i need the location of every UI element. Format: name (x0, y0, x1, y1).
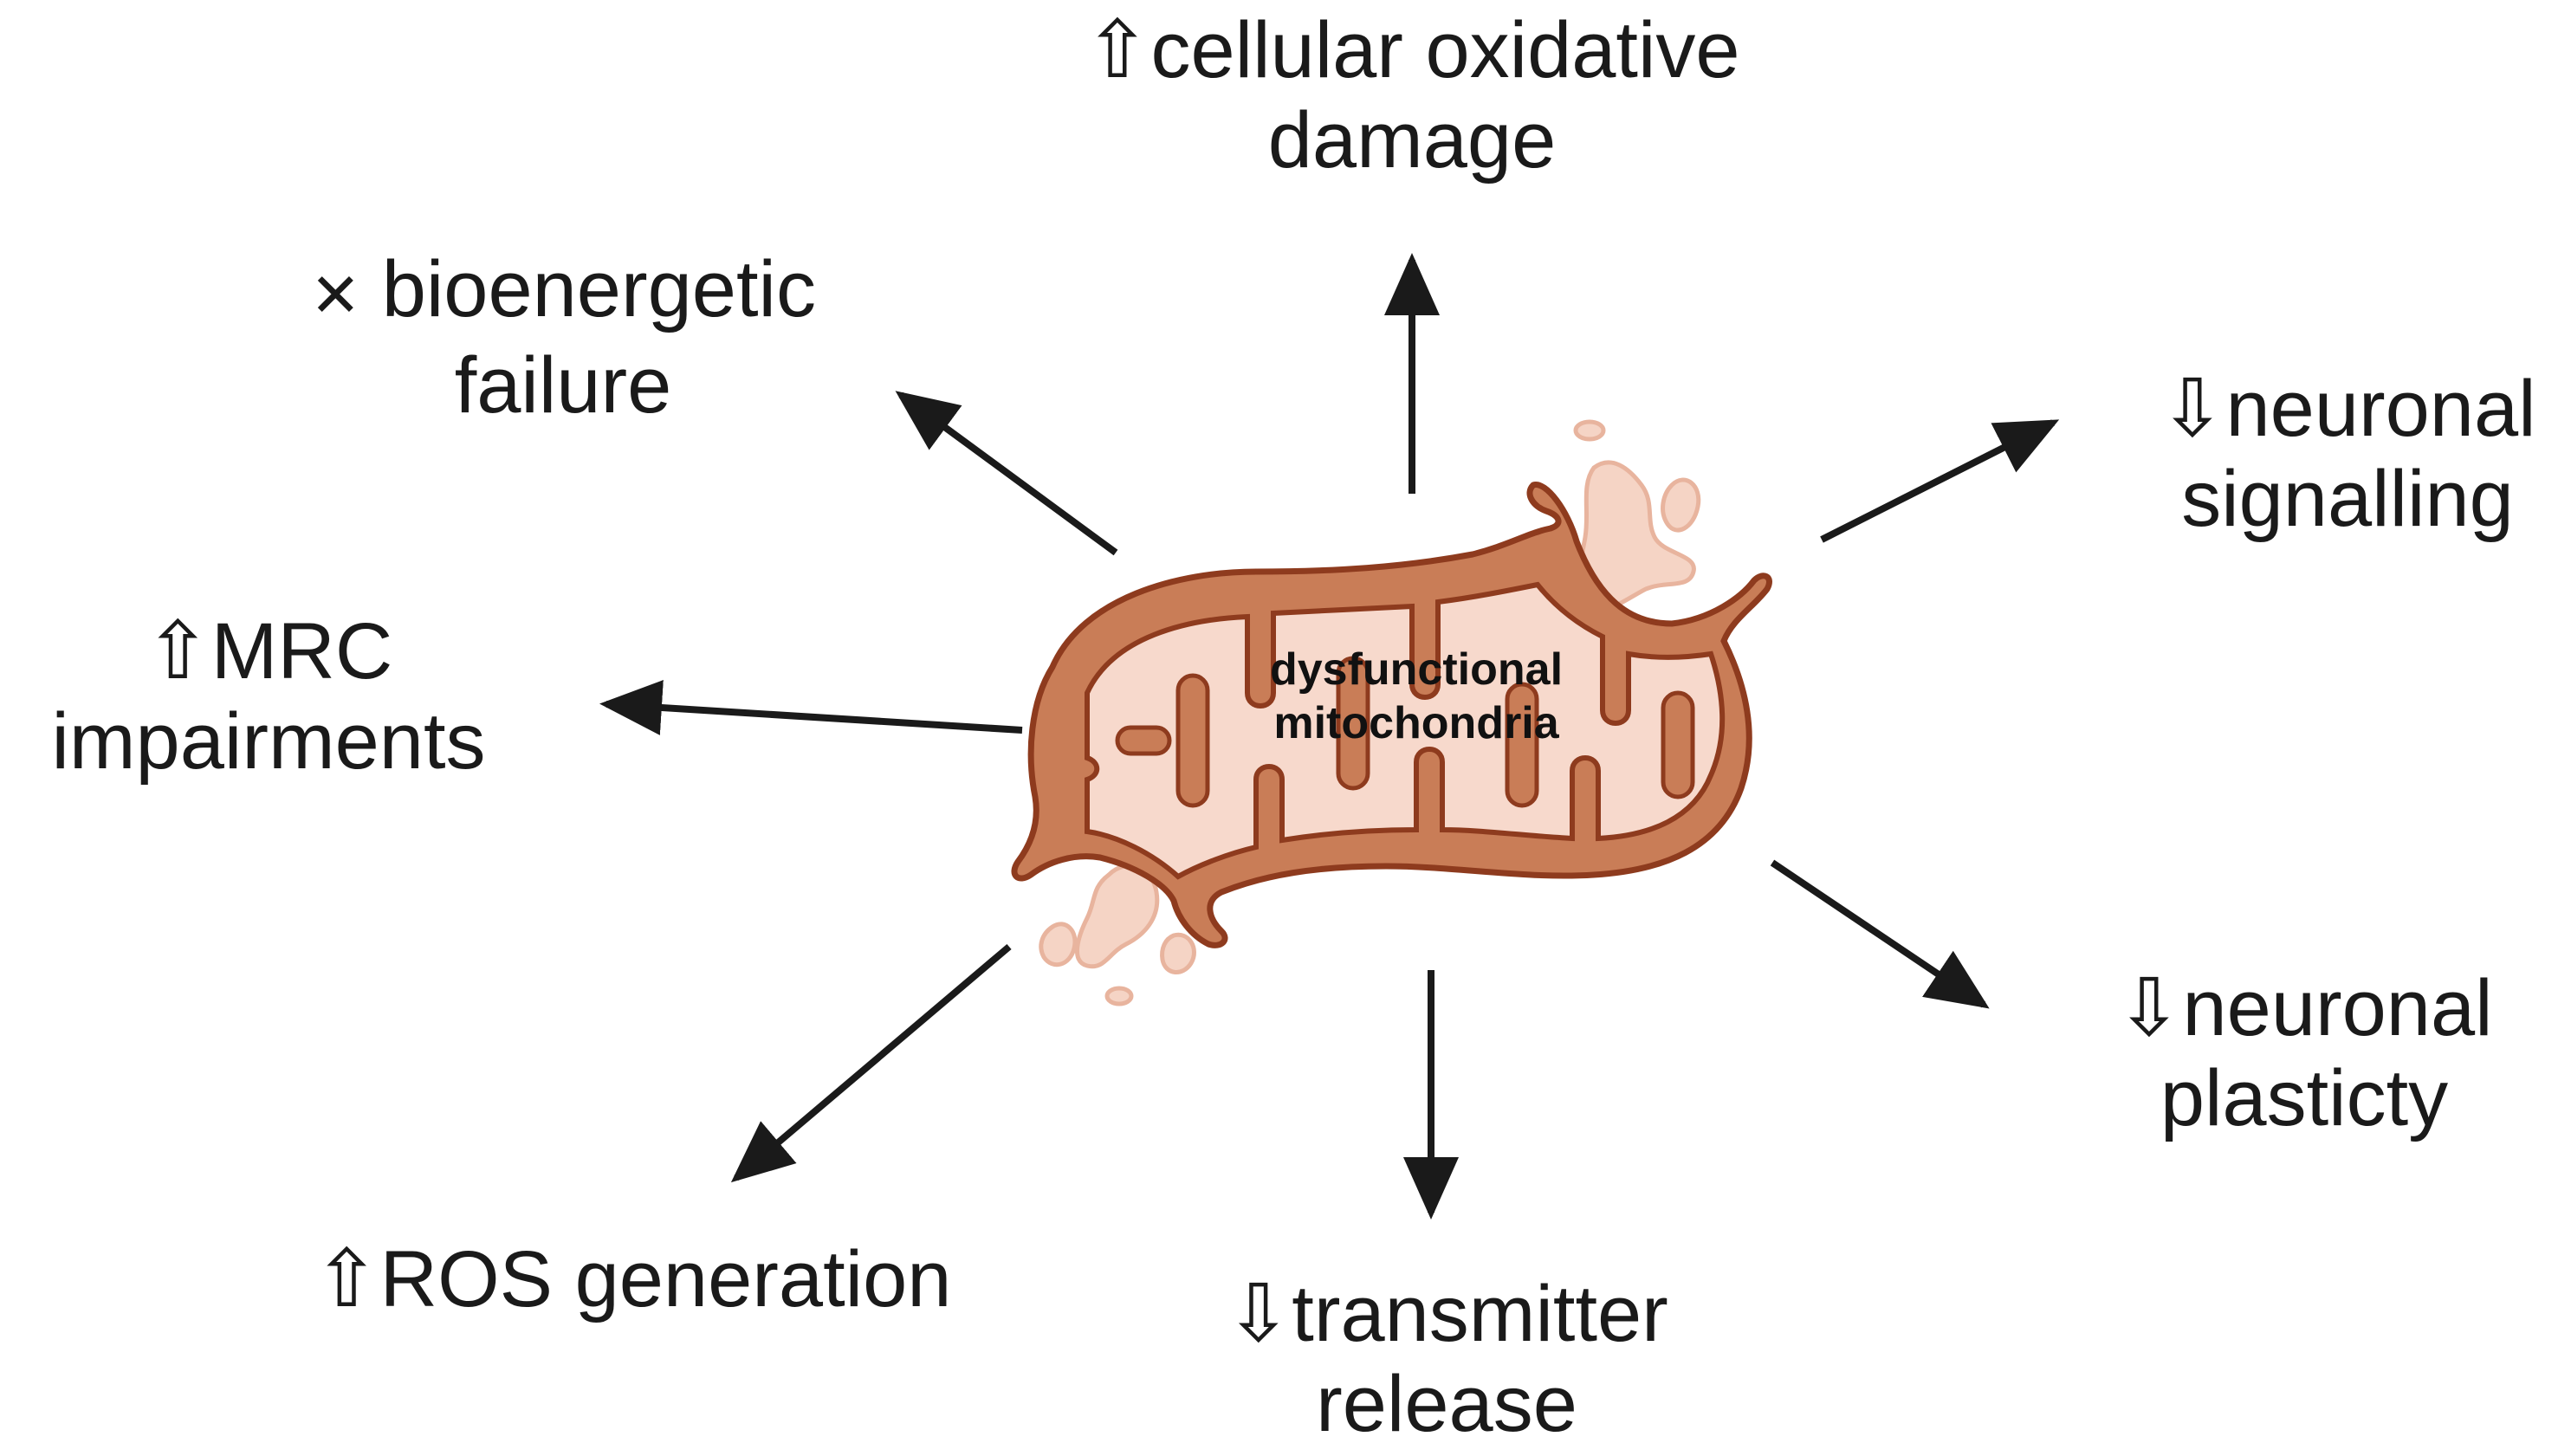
label-bioenergetic: ✕ bioenergetic failure (217, 244, 910, 430)
label-text: damage (1267, 96, 1557, 184)
failure-cross-icon: ✕ (310, 262, 361, 329)
increase-arrow-icon: ⇧ (313, 1235, 380, 1323)
label-text: neuronal (2182, 964, 2493, 1052)
matrix (1085, 581, 1726, 880)
arrow-signalling (1820, 419, 2060, 543)
center-label: dysfunctional mitochondria (1208, 643, 1624, 750)
label-text: neuronal (2225, 365, 2536, 453)
label-text: release (1316, 1360, 1577, 1448)
label-text: ROS generation (379, 1235, 952, 1323)
center-label-line1: dysfunctional (1269, 644, 1564, 695)
effect-arrows (599, 253, 2060, 1220)
label-text: failure (454, 341, 672, 430)
arrow-bioenergetic (895, 391, 1118, 556)
arrow-mrc (599, 680, 1023, 735)
membrane-debris-bottom (1039, 864, 1196, 1006)
label-text: plasticty (2160, 1054, 2449, 1142)
label-plasticity: ⇩neuronal plasticty (2070, 963, 2538, 1143)
increase-arrow-icon: ⇧ (1084, 6, 1151, 94)
label-text: cellular oxidative (1150, 6, 1740, 94)
membrane-debris-top (1573, 419, 1701, 615)
label-text: signalling (2181, 455, 2514, 543)
cristae (1115, 656, 1695, 808)
label-text: impairments (51, 697, 486, 786)
label-oxidative-damage: ⇧cellular oxidative damage (1022, 5, 1802, 185)
arrow-plasticity (1770, 859, 1990, 1009)
increase-arrow-icon: ⇧ (144, 607, 211, 696)
decrease-arrow-icon: ⇩ (2115, 964, 2183, 1052)
center-label-line2: mitochondria (1273, 698, 1559, 748)
mitochondrion-icon (1011, 419, 1772, 1006)
label-text: bioenergetic (381, 245, 816, 333)
decrease-arrow-icon: ⇩ (1225, 1270, 1292, 1358)
decrease-arrow-icon: ⇩ (2159, 365, 2226, 453)
label-transmitter: ⇩transmitter release (1126, 1269, 1767, 1449)
label-text: MRC (210, 607, 393, 696)
label-signalling: ⇩neuronal signalling (2131, 364, 2564, 544)
arrow-ros (730, 943, 1012, 1183)
label-text: transmitter (1292, 1270, 1668, 1358)
label-mrc: ⇧MRC impairments (9, 606, 528, 786)
label-ros: ⇧ROS generation (260, 1234, 1005, 1324)
